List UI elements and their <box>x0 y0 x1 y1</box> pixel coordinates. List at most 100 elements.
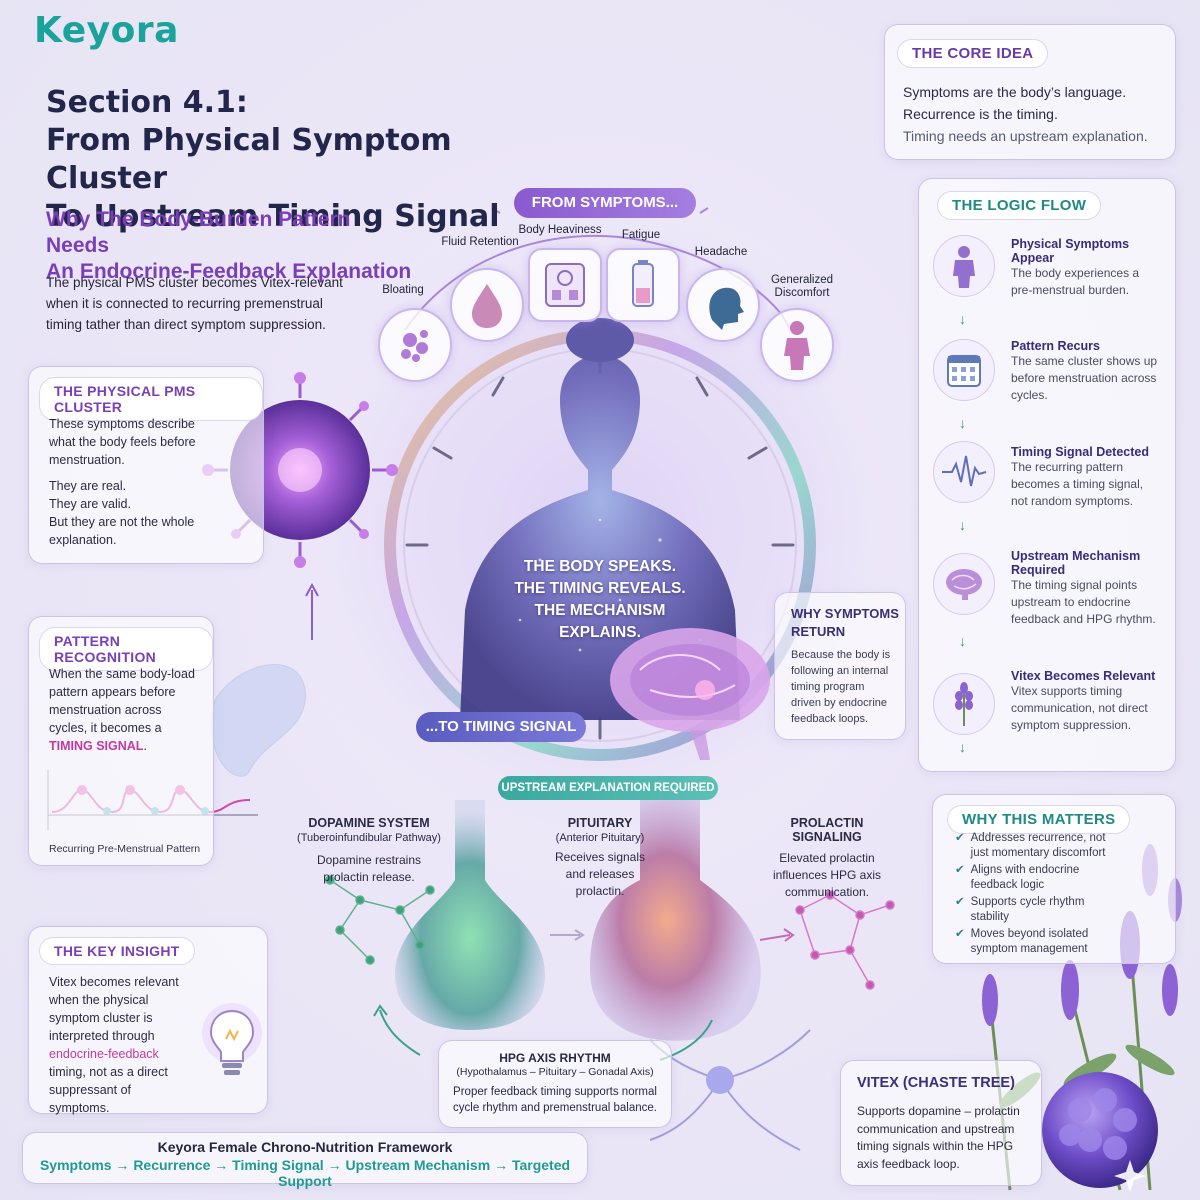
intro-text: The physical PMS cluster becomes Vitex-r… <box>46 275 343 332</box>
framework-step: Timing Signal <box>232 1157 324 1173</box>
brain-icon <box>933 553 995 615</box>
framework-step: Targeted Support <box>278 1157 571 1189</box>
flow-step-5-body: Vitex supports timing communication, not… <box>1011 684 1148 732</box>
flow-arrow-icon: ↓ <box>959 633 966 649</box>
hpg-axis-card: HPG AXIS RHYTHM (Hypothalamus – Pituitar… <box>438 1040 672 1128</box>
page-subtitle: Why The Body-Burden Pattern Needs An End… <box>46 207 416 285</box>
why-matters-title: WHY THIS MATTERS <box>947 805 1131 834</box>
pms-cluster-title: THE PHYSICAL PMS CLUSTER <box>39 377 263 421</box>
vitex-flower-icon <box>933 673 995 735</box>
pms-cluster-card: THE PHYSICAL PMS CLUSTER These symptoms … <box>28 366 264 564</box>
dopamine-block: DOPAMINE SYSTEM (Tuberoinfundibular Path… <box>294 816 444 886</box>
pms-cluster-p1: These symptoms describe what the body fe… <box>49 417 196 467</box>
prolactin-title: PROLACTIN SIGNALING <box>790 816 864 844</box>
flow-arrow-icon: ↓ <box>959 739 966 755</box>
waveform-icon <box>933 441 995 503</box>
center-message: THE BODY SPEAKS. THE TIMING REVEALS. THE… <box>490 556 710 644</box>
core-idea-title: THE CORE IDEA <box>897 39 1049 68</box>
vitex-title: VITEX (CHASTE TREE) <box>857 1075 1015 1091</box>
flow-step-1-head: Physical Symptoms Appear <box>1011 237 1130 265</box>
logic-flow-title: THE LOGIC FLOW <box>937 191 1102 220</box>
symptom-label-fluid-retention: Fluid Retention <box>441 236 519 248</box>
framework-step: Upstream Mechanism <box>345 1157 491 1173</box>
flow-step-1: Physical Symptoms Appear The body experi… <box>1011 237 1163 299</box>
dopamine-body: Dopamine restrains prolactin release. <box>316 853 422 884</box>
pattern-recognition-body: When the same body-load pattern appears … <box>49 667 195 735</box>
brand-logo: Keyora <box>34 10 179 51</box>
pms-cluster-text: These symptoms describe what the body fe… <box>49 415 209 549</box>
center-line-1: THE BODY SPEAKS. <box>523 558 677 575</box>
to-timing-banner: ...TO TIMING SIGNAL <box>416 712 586 742</box>
head-icon <box>686 268 760 342</box>
page-title: Section 4.1: From Physical Symptom Clust… <box>46 84 516 236</box>
pituitary-sub: (Anterior Pituitary) <box>555 832 645 844</box>
timing-signal-highlight: TIMING SIGNAL <box>49 739 144 753</box>
hpg-body: Proper feedback timing supports normal c… <box>453 1086 657 1114</box>
subtitle-line-2: An Endocrine-Feedback Explanation <box>46 260 412 283</box>
from-symptoms-banner: FROM SYMPTOMS... <box>514 188 696 218</box>
pms-cluster-p2c: But they are not the whole explanation. <box>49 515 195 547</box>
dopamine-sub: (Tuberoinfundibular Pathway) <box>297 832 441 844</box>
why-matters-item: ✔Addresses recurrence, not just momentar… <box>955 832 1106 859</box>
core-idea-line-2: Recurrence is the timing. <box>903 106 1058 122</box>
why-symptoms-return-card: WHY SYMPTOMS RETURN Because the body is … <box>774 592 906 740</box>
why-matters-item: ✔Aligns with endocrine feedback logic <box>955 864 1080 891</box>
check-icon: ✔ <box>955 864 965 876</box>
person-icon <box>933 235 995 297</box>
scale-icon <box>528 248 602 322</box>
center-line-4: EXPLAINS. <box>559 624 641 641</box>
core-idea-card: THE CORE IDEA Symptoms are the body’s la… <box>884 24 1176 160</box>
center-line-2: THE TIMING REVEALS. <box>514 580 686 597</box>
prolactin-body: Elevated prolactin influences HPG axis c… <box>772 851 882 899</box>
pms-cluster-p2b: They are valid. <box>49 497 131 511</box>
flow-arrow-icon: ↓ <box>959 311 966 327</box>
upstream-required-banner: UPSTREAM EXPLANATION REQUIRED <box>498 776 718 800</box>
framework-steps: Symptoms → Recurrence → Timing Signal → … <box>23 1157 587 1189</box>
key-insight-post: timing, not as a direct suppressant of s… <box>49 1065 168 1115</box>
center-line-3: THE MECHANISM <box>534 602 666 619</box>
calendar-icon <box>933 339 995 401</box>
water-drop-icon <box>450 268 524 342</box>
body-icon <box>760 308 834 382</box>
lightbulb-icon <box>197 999 267 1094</box>
battery-icon <box>606 248 680 322</box>
pituitary-body: Receives signals and releases prolactin. <box>554 850 646 898</box>
dopamine-title: DOPAMINE SYSTEM <box>308 816 430 830</box>
check-icon: ✔ <box>955 832 965 844</box>
endocrine-feedback-highlight: endocrine-feedback <box>49 1047 159 1061</box>
flow-step-2: Pattern Recurs The same cluster shows up… <box>1011 339 1163 404</box>
flow-step-4: Upstream Mechanism Required The timing s… <box>1011 549 1163 628</box>
framework-step: Symptoms <box>39 1157 112 1173</box>
framework-title: Keyora Female Chrono-Nutrition Framework <box>157 1139 453 1155</box>
flow-step-5: Vitex Becomes Relevant Vitex supports ti… <box>1011 669 1163 734</box>
symptom-label-body-heaviness: Body Heaviness <box>518 224 602 236</box>
framework-step: Recurrence <box>133 1157 211 1173</box>
hpg-title: HPG AXIS RHYTHM <box>499 1051 611 1065</box>
flow-step-3-body: The recurring pattern becomes a timing s… <box>1011 460 1144 508</box>
bloating-cells-icon <box>378 308 452 382</box>
pituitary-block: PITUITARY (Anterior Pituitary) Receives … <box>548 816 652 900</box>
pattern-recognition-text: When the same body-load pattern appears … <box>49 665 199 755</box>
subtitle-line-1: Why The Body-Burden Pattern Needs <box>46 208 351 257</box>
core-idea-text: Symptoms are the body’s language. Recurr… <box>903 81 1148 147</box>
why-matters-item: ✔Moves beyond isolated symptom managemen… <box>955 928 1089 955</box>
pattern-chart-caption: Recurring Pre-Menstrual Pattern <box>49 843 201 855</box>
flow-step-2-body: The same cluster shows up before menstru… <box>1011 354 1158 402</box>
flow-step-4-body: The timing signal points upstream to end… <box>1011 578 1156 626</box>
why-matters-card: WHY THIS MATTERS ✔Addresses recurrence, … <box>932 794 1176 964</box>
pattern-recognition-title: PATTERN RECOGNITION <box>39 627 213 671</box>
hpg-sub: (Hypothalamus – Pituitary – Gonadal Axis… <box>456 1066 654 1078</box>
title-line-3: To Upstream Timing Signal <box>46 199 500 234</box>
flow-step-3: Timing Signal Detected The recurring pat… <box>1011 445 1163 510</box>
framework-footer: Keyora Female Chrono-Nutrition Framework… <box>22 1132 588 1189</box>
title-line-1: Section 4.1: <box>46 85 248 120</box>
check-icon: ✔ <box>955 928 965 940</box>
why-return-body: Because the body is following an interna… <box>791 649 891 725</box>
flow-step-2-head: Pattern Recurs <box>1011 339 1100 353</box>
key-insight-pre: Vitex becomes relevant when the physical… <box>49 975 179 1043</box>
framework-arrow-icon: → <box>214 1157 229 1173</box>
flow-step-4-head: Upstream Mechanism Required <box>1011 549 1141 577</box>
pattern-recognition-card: PATTERN RECOGNITION When the same body-l… <box>28 616 214 866</box>
framework-arrow-icon: → <box>494 1157 509 1173</box>
why-matters-item: ✔Supports cycle rhythm stability <box>955 896 1085 923</box>
